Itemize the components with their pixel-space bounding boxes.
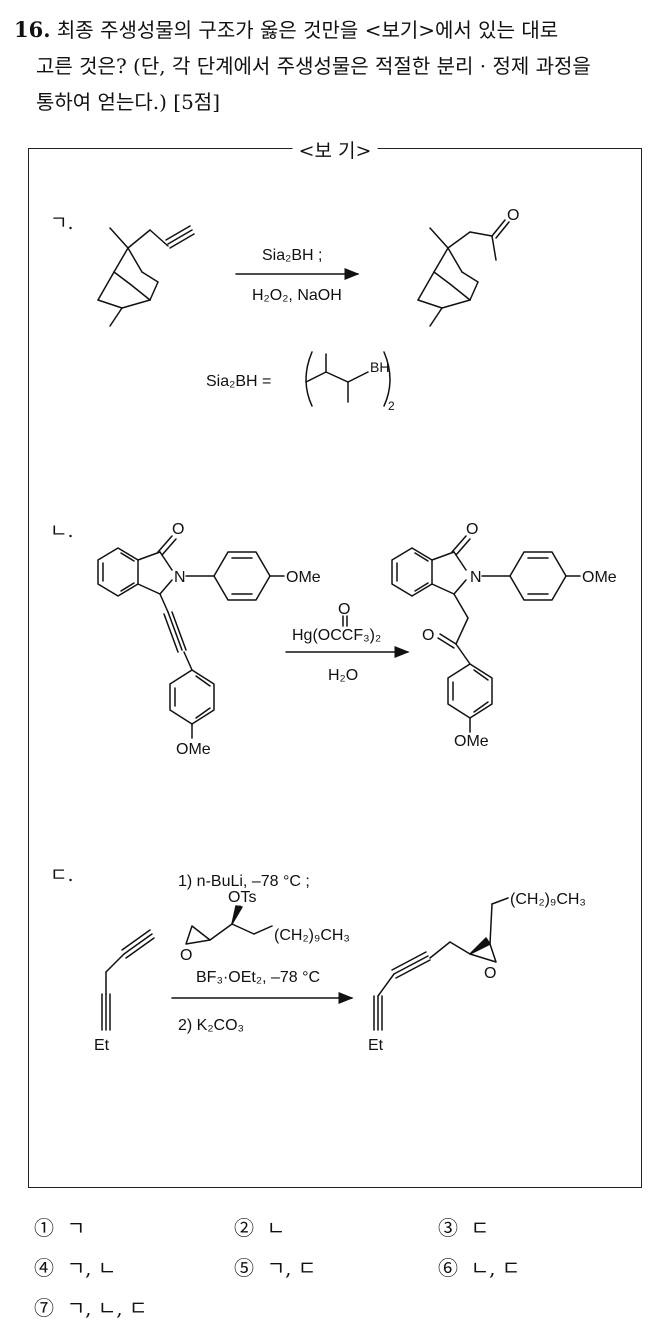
item-a-reagent-1: Sia₂BH ; [262, 247, 322, 264]
item-c-epoxide-o: O [180, 947, 192, 964]
item-c-reagent-chain: (CH₂)₉CH₃ [274, 927, 350, 944]
item-c-bf3: BF₃·OEt₂, –78 °C [196, 969, 320, 986]
item-c-step-2: 2) K₂CO₃ [178, 1017, 244, 1034]
item-label-b: ㄴ. [50, 520, 74, 542]
item-b-sm-nitrogen: N [174, 569, 186, 586]
choice-6-text: ㄴ, ㄷ [470, 1256, 521, 1280]
choice-5-text: ㄱ, ㄷ [266, 1256, 317, 1280]
item-c-ots: OTs [228, 889, 256, 906]
item-b-pr-ketone-o: O [422, 627, 434, 644]
choice-1-text: ㄱ [66, 1216, 86, 1240]
choice-6[interactable]: ⑥ ㄴ, ㄷ [438, 1252, 520, 1281]
question-line-2: 고른 것은? (단, 각 단계에서 주생성물은 적절한 분리 · 정제 과정을 [36, 54, 591, 78]
choice-4-text: ㄱ, ㄴ [66, 1256, 117, 1280]
bogi-title: <보 기> [292, 136, 378, 163]
sia2bh-label: Sia₂BH = [206, 373, 271, 390]
item-b-reagent-1: Hg(OCCF₃)₂ [292, 627, 381, 644]
sia2bh-bh: BH [370, 359, 389, 375]
item-c-pr-et: Et [368, 1037, 384, 1054]
choice-5[interactable]: ⑤ ㄱ, ㄷ [234, 1252, 316, 1281]
question-line-1: 16. 최종 주생성물의 구조가 옳은 것만을 <보기>에서 있는 대로 [14, 14, 558, 43]
item-c-reagent-epoxide [185, 905, 273, 945]
choice-2-num: ② [234, 1216, 254, 1240]
sia2bh-structure [305, 351, 391, 407]
item-b-pr-nitrogen: N [470, 569, 482, 586]
item-label-c: ㄷ. [50, 864, 74, 886]
item-b-product [391, 535, 581, 733]
item-c-starting-material [101, 929, 155, 1031]
item-b-starting-material [97, 535, 285, 739]
choice-2[interactable]: ② ㄴ [234, 1212, 285, 1241]
item-c-sm-et: Et [94, 1037, 110, 1054]
item-label-a: ㄱ. [50, 212, 74, 234]
item-a-reagent-2: H₂O₂, NaOH [252, 287, 342, 304]
choice-3[interactable]: ③ ㄷ [438, 1212, 489, 1241]
choice-7[interactable]: ⑦ ㄱ, ㄴ, ㄷ [34, 1292, 147, 1321]
choice-4[interactable]: ④ ㄱ, ㄴ [34, 1252, 116, 1281]
choice-5-num: ⑤ [234, 1256, 254, 1280]
choice-3-num: ③ [438, 1216, 458, 1240]
item-b-pr-ome-2: OMe [454, 733, 489, 750]
item-a-starting-material [97, 225, 195, 327]
choice-2-text: ㄴ [266, 1216, 286, 1240]
item-a-product-oxygen: O [507, 207, 519, 224]
item-b-pr-ome-1: OMe [582, 569, 617, 586]
item-b-sm-ome-2: OMe [176, 741, 211, 758]
item-c-step-1: 1) n-BuLi, –78 °C ; [178, 873, 310, 890]
sia2bh-subscript: 2 [388, 399, 395, 413]
item-b-reagent-2: H₂O [328, 667, 358, 684]
choice-3-text: ㄷ [470, 1216, 490, 1240]
item-c-product [373, 897, 509, 1031]
choice-1-num: ① [34, 1216, 54, 1240]
question-line-3: 통하여 얻는다.) [5점] [36, 90, 221, 114]
item-b-pr-carbonyl-o: O [466, 521, 478, 538]
item-b-sm-ome-1: OMe [286, 569, 321, 586]
item-b-reagent-o: O [338, 601, 350, 618]
choice-7-text: ㄱ, ㄴ, ㄷ [66, 1296, 148, 1320]
item-a-product [417, 219, 510, 327]
choice-7-num: ⑦ [34, 1296, 54, 1320]
choice-1[interactable]: ① ㄱ [34, 1212, 85, 1241]
item-c-pr-epoxide-o: O [484, 965, 496, 982]
item-b-sm-carbonyl-o: O [172, 521, 184, 538]
item-c-pr-chain: (CH₂)₉CH₃ [510, 891, 586, 908]
question-text-1: 최종 주생성물의 구조가 옳은 것만을 <보기>에서 있는 대로 [56, 18, 559, 42]
question-number: 16. [14, 17, 51, 42]
bogi-box: <보 기> [28, 136, 642, 1188]
choice-4-num: ④ [34, 1256, 54, 1280]
choice-6-num: ⑥ [438, 1256, 458, 1280]
